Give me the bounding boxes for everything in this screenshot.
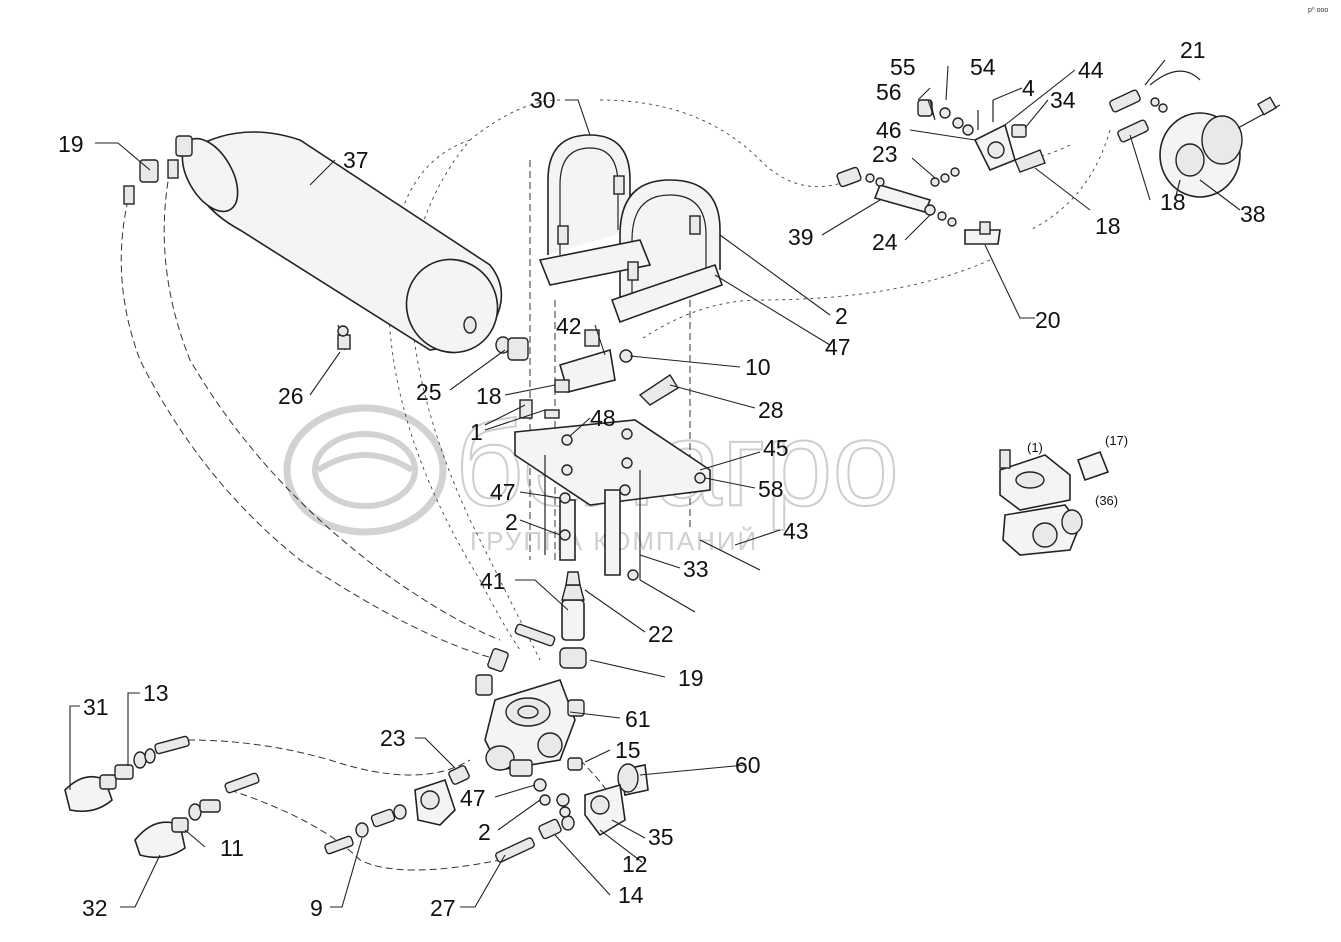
leader-lines bbox=[69, 59, 1241, 908]
label-ref-1: (1) bbox=[1027, 440, 1043, 455]
coupling-head-32 bbox=[134, 772, 260, 859]
label-54: 54 bbox=[970, 54, 996, 80]
tank-clamps bbox=[529, 134, 724, 560]
label-24: 24 bbox=[872, 229, 898, 255]
callout-labels: 19 37 30 55 54 4 44 21 56 34 46 23 18 18… bbox=[58, 37, 1266, 921]
tubes-19-center bbox=[475, 623, 556, 696]
label-30: 30 bbox=[530, 87, 556, 113]
label-11: 11 bbox=[220, 835, 244, 861]
label-1: 1 bbox=[470, 419, 483, 445]
tee-fitting-20 bbox=[924, 204, 1001, 245]
label-44: 44 bbox=[1078, 57, 1104, 83]
label-22: 22 bbox=[648, 621, 674, 647]
top-valve-assembly bbox=[836, 99, 1046, 213]
label-31: 31 bbox=[83, 694, 109, 720]
label-48: 48 bbox=[590, 405, 616, 431]
label-43: 43 bbox=[783, 518, 809, 544]
air-tank bbox=[181, 131, 503, 354]
label-33: 33 bbox=[683, 556, 709, 582]
elbow-fitting-35 bbox=[584, 783, 626, 837]
elbow-fitting-23-lower bbox=[414, 765, 470, 826]
label-60: 60 bbox=[735, 752, 761, 778]
label-35: 35 bbox=[648, 824, 674, 850]
label-14: 14 bbox=[618, 882, 644, 908]
label-12: 12 bbox=[622, 851, 648, 877]
label-37: 37 bbox=[343, 147, 369, 173]
label-47-lower: 47 bbox=[460, 785, 486, 811]
label-42: 42 bbox=[556, 313, 582, 339]
label-18-chamber: 18 bbox=[1160, 189, 1186, 215]
watermark-logo-emblem bbox=[283, 404, 447, 536]
label-2-clamp: 2 bbox=[835, 303, 848, 329]
label-32: 32 bbox=[82, 895, 108, 921]
label-ref-36: (36) bbox=[1095, 493, 1118, 508]
label-19-center: 19 bbox=[678, 665, 704, 691]
label-45: 45 bbox=[763, 435, 789, 461]
label-9: 9 bbox=[310, 895, 323, 921]
label-23-top: 23 bbox=[872, 141, 898, 167]
label-26: 26 bbox=[278, 383, 304, 409]
brake-chamber bbox=[1109, 70, 1281, 201]
label-21: 21 bbox=[1180, 37, 1206, 63]
label-47-clamp: 47 bbox=[825, 334, 851, 360]
label-18-center: 18 bbox=[476, 383, 502, 409]
fitting-9-12-14 bbox=[324, 778, 575, 863]
label-13: 13 bbox=[143, 680, 169, 706]
label-41: 41 bbox=[480, 568, 506, 594]
mounting-bracket bbox=[514, 399, 761, 613]
label-25: 25 bbox=[416, 379, 442, 405]
valve-42 bbox=[554, 329, 679, 406]
corner-mark: p⁰ ooo bbox=[1308, 6, 1328, 14]
label-55: 55 bbox=[890, 54, 916, 80]
label-10: 10 bbox=[745, 354, 771, 380]
label-2-lower: 2 bbox=[478, 819, 491, 845]
coupling-41 bbox=[559, 571, 587, 669]
label-34: 34 bbox=[1050, 87, 1076, 113]
coupling-head-31 bbox=[64, 735, 190, 813]
label-38: 38 bbox=[1240, 201, 1266, 227]
fitting-25 bbox=[495, 336, 529, 361]
label-56: 56 bbox=[876, 79, 902, 105]
label-47-bracket: 47 bbox=[490, 479, 516, 505]
label-15: 15 bbox=[615, 737, 641, 763]
label-ref-17: (17) bbox=[1105, 433, 1128, 448]
label-28: 28 bbox=[758, 397, 784, 423]
label-39: 39 bbox=[788, 224, 814, 250]
main-control-valve bbox=[484, 679, 585, 777]
label-23-lower: 23 bbox=[380, 725, 406, 751]
tee-fitting-39 bbox=[836, 166, 960, 213]
label-58: 58 bbox=[758, 476, 784, 502]
reference-valve-detail bbox=[999, 449, 1110, 556]
label-46: 46 bbox=[876, 117, 902, 143]
label-27: 27 bbox=[430, 895, 456, 921]
label-4: 4 bbox=[1022, 75, 1035, 101]
label-61: 61 bbox=[625, 706, 651, 732]
label-20: 20 bbox=[1035, 307, 1061, 333]
label-18-right: 18 bbox=[1095, 213, 1121, 239]
elbow-fitting-60 bbox=[617, 763, 649, 796]
label-19-top: 19 bbox=[58, 131, 84, 157]
label-2-bracket: 2 bbox=[505, 509, 518, 535]
elbow-fitting-19-top bbox=[123, 135, 193, 205]
